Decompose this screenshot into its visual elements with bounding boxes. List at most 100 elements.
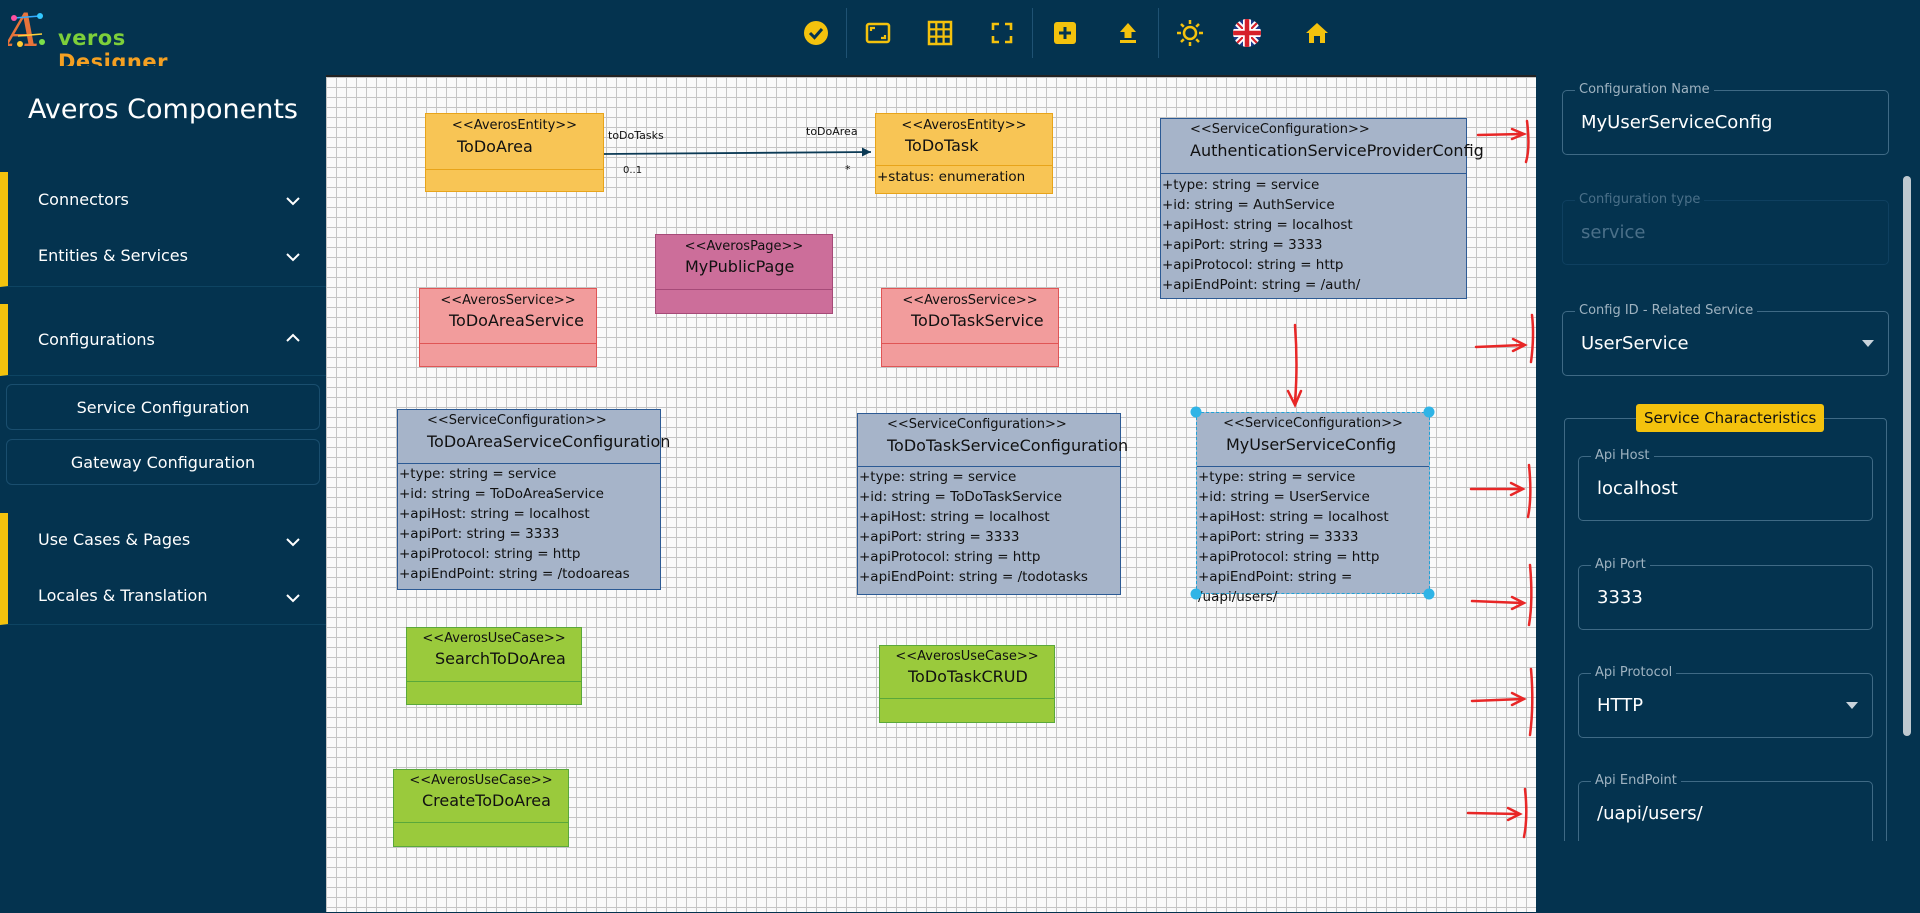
node-stereotype: <<AverosService>> <box>902 293 1038 308</box>
dropdown-arrow-icon[interactable] <box>1846 701 1858 709</box>
upload-button[interactable] <box>1112 17 1144 49</box>
node-attribute: +type: string = service <box>399 466 557 482</box>
node-name: ToDoTaskService <box>911 311 1044 330</box>
sidebar-subitem-gateway-configuration[interactable]: Gateway Configuration <box>6 439 320 485</box>
node-name: ToDoTask <box>905 136 979 155</box>
association-edge[interactable] <box>326 77 1536 912</box>
field-value[interactable]: MyUserServiceConfig <box>1581 112 1773 133</box>
node-name: ToDoTaskCRUD <box>908 667 1028 686</box>
panel-scrollbar[interactable] <box>1903 66 1911 846</box>
usecase-node[interactable]: <<AverosUseCase>> CreateToDoArea <box>393 769 569 847</box>
sidebar-subitem-service-configuration[interactable]: Service Configuration <box>6 384 320 430</box>
chevron-down-icon[interactable] <box>286 593 300 603</box>
node-attribute: +type: string = service <box>1162 177 1320 193</box>
sidebar-item-use-cases-pages[interactable]: Use Cases & Pages <box>38 530 191 549</box>
node-divider <box>394 822 568 823</box>
configuration-name-field[interactable]: Configuration Name MyUserServiceConfig <box>1562 82 1889 155</box>
toolbar-divider <box>846 8 847 58</box>
field-value[interactable]: 3333 <box>1597 587 1643 608</box>
node-stereotype: <<ServiceConfiguration>> <box>1223 416 1403 431</box>
field-value[interactable]: localhost <box>1597 478 1678 499</box>
field-value[interactable]: UserService <box>1581 333 1689 354</box>
api-protocol-select[interactable]: Api Protocol HTTP <box>1578 665 1873 738</box>
entity-node[interactable]: <<AverosEntity>> ToDoTask +status: enume… <box>875 113 1053 194</box>
node-divider <box>398 463 660 464</box>
add-component-button[interactable] <box>1049 17 1081 49</box>
node-attribute: +apiPort: string = 3333 <box>399 526 560 542</box>
selected-service-configuration-node[interactable]: <<ServiceConfiguration>> MyUserServiceCo… <box>1196 412 1430 605</box>
diagram-canvas[interactable]: toDoTasks toDoArea 0..1 * <<AverosEntity… <box>326 75 1536 912</box>
node-attribute: +apiHost: string = localhost <box>1198 509 1389 525</box>
chevron-up-icon[interactable] <box>286 333 300 343</box>
service-node[interactable]: <<AverosService>> ToDoAreaService <box>419 288 597 367</box>
field-label: Api Port <box>1591 557 1650 573</box>
panel-overflow-mask <box>1536 841 1920 913</box>
edge-source-multiplicity: 0..1 <box>623 165 643 176</box>
page-node[interactable]: <<AverosPage>> MyPublicPage <box>655 234 833 314</box>
grid-toggle-button[interactable] <box>924 17 956 49</box>
sidebar-group-configurations <box>0 304 326 376</box>
node-stereotype: <<AverosEntity>> <box>451 118 578 133</box>
node-attributes: +type: string = service +id: string = Us… <box>1198 467 1429 607</box>
node-name: ToDoAreaService <box>449 311 584 330</box>
node-name: ToDoTaskServiceConfiguration <box>887 436 1129 455</box>
chevron-down-icon[interactable] <box>286 537 300 547</box>
fit-screen-button[interactable] <box>862 17 894 49</box>
fullscreen-button[interactable] <box>986 17 1018 49</box>
node-attribute: +apiHost: string = localhost <box>399 506 590 522</box>
components-sidebar <box>0 66 326 913</box>
theme-toggle-button[interactable] <box>1174 17 1206 49</box>
chevron-down-icon[interactable] <box>286 252 300 262</box>
node-divider <box>882 343 1058 344</box>
node-attribute: +apiPort: string = 3333 <box>1162 237 1323 253</box>
service-configuration-node[interactable]: <<ServiceConfiguration>> ToDoTaskService… <box>857 413 1128 595</box>
language-button[interactable] <box>1231 17 1263 49</box>
usecase-node[interactable]: <<AverosUseCase>> ToDoTaskCRUD <box>879 645 1055 723</box>
field-label: Api Protocol <box>1591 665 1677 681</box>
sidebar-item-locales-translation[interactable]: Locales & Translation <box>38 586 208 605</box>
logo-mark-icon: A <box>8 6 45 56</box>
sidebar-title: Averos Components <box>28 94 298 125</box>
node-stereotype: <<AverosUseCase>> <box>422 631 566 646</box>
validate-button[interactable] <box>800 17 832 49</box>
node-divider <box>1161 173 1466 174</box>
field-label: Api Host <box>1591 448 1654 464</box>
sidebar-item-connectors[interactable]: Connectors <box>38 190 129 209</box>
service-configuration-node[interactable]: <<ServiceConfiguration>> ToDoAreaService… <box>397 409 670 590</box>
node-attribute: +id: string = AuthService <box>1162 197 1335 213</box>
sidebar-item-configurations[interactable]: Configurations <box>38 330 155 349</box>
service-node[interactable]: <<AverosService>> ToDoTaskService <box>881 288 1059 367</box>
node-attribute: +apiHost: string = localhost <box>859 509 1050 525</box>
field-value[interactable]: HTTP <box>1597 695 1644 716</box>
node-divider <box>407 681 581 682</box>
field-label: Config ID - Related Service <box>1575 303 1758 319</box>
field-value[interactable]: /uapi/users/ <box>1597 803 1703 824</box>
node-attribute: +apiProtocol: string = http <box>399 546 581 562</box>
logo-word-averos: veros <box>58 26 126 50</box>
node-attribute: +apiEndPoint: string = /uapi/users/ <box>1198 569 1353 605</box>
usecase-node[interactable]: <<AverosUseCase>> SearchToDoArea <box>406 627 582 705</box>
api-port-field[interactable]: Api Port 3333 <box>1578 557 1873 630</box>
dropdown-arrow-icon[interactable] <box>1862 339 1874 347</box>
service-configuration-node[interactable]: <<ServiceConfiguration>> AuthenticationS… <box>1160 118 1484 299</box>
node-attribute: +apiEndPoint: string = /auth/ <box>1162 277 1361 293</box>
brightness-icon <box>1177 20 1203 46</box>
api-endpoint-field[interactable]: Api EndPoint /uapi/users/ <box>1578 773 1873 846</box>
entity-node[interactable]: <<AverosEntity>> ToDoArea <box>425 113 604 192</box>
node-divider <box>1197 466 1429 467</box>
node-stereotype: <<AverosPage>> <box>684 239 804 254</box>
chevron-down-icon[interactable] <box>286 196 300 206</box>
home-button[interactable] <box>1301 17 1333 49</box>
api-host-field[interactable]: Api Host localhost <box>1578 448 1873 521</box>
node-attribute: +apiProtocol: string = http <box>859 549 1041 565</box>
node-stereotype: <<ServiceConfiguration>> <box>1190 122 1370 137</box>
node-attributes: +type: string = service +id: string = Au… <box>1162 175 1360 295</box>
node-name: ToDoArea <box>457 137 533 156</box>
configuration-type-field: Configuration type service <box>1562 192 1889 265</box>
edge-target-label: toDoArea <box>806 125 858 138</box>
sidebar-item-entities-services[interactable]: Entities & Services <box>38 246 188 265</box>
scrollbar-thumb[interactable] <box>1903 176 1911 736</box>
config-id-select[interactable]: Config ID - Related Service UserService <box>1562 303 1889 376</box>
node-attribute: +status: enumeration <box>877 169 1026 185</box>
node-divider <box>876 165 1052 166</box>
